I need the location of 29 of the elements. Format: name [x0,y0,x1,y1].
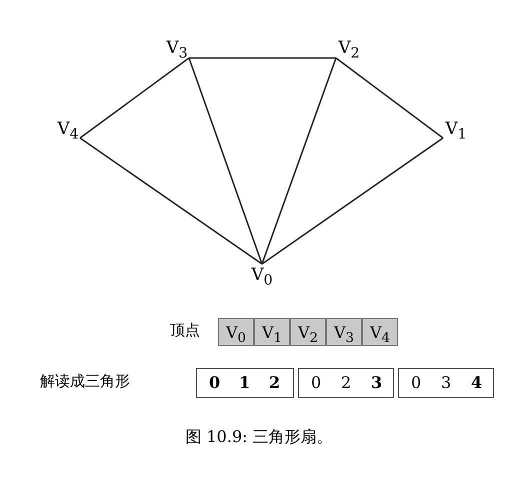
vertex-label: V$_{3}$ [164,37,190,59]
triangle-edge [262,137,444,265]
vertex-cell: V$_{2}$ [290,318,326,346]
vertex-cell: V$_{0}$ [218,318,254,346]
index-number: 1 [239,373,250,393]
index-number: 0 [209,373,220,393]
vertex-cell: V$_{4}$ [362,318,398,346]
vertex-cell: V$_{1}$ [254,318,290,346]
triangle-edge [261,58,337,264]
triangle-edge [336,57,444,139]
index-number: 2 [341,373,352,393]
triangle-edge [80,57,190,139]
triangle-edge [189,57,336,59]
index-number: 3 [441,373,452,393]
index-number: 2 [269,373,280,393]
triangle-edge [80,137,262,265]
vertex-label: V$_{2}$ [336,37,362,59]
index-number: 0 [411,373,422,393]
figure-caption: 图 10.9: 三角形扇。 [184,427,334,448]
index-number: 3 [371,373,382,393]
vertex-label: V$_{1}$ [443,118,469,140]
vertex-label: V$_{0}$ [249,264,275,286]
row-label: 顶点 [170,321,200,340]
vertex-cell: V$_{3}$ [326,318,362,346]
vertex-label: V$_{4}$ [55,118,81,140]
row-label: 解读成三角形 [40,372,130,391]
index-number: 0 [311,373,322,393]
index-number: 4 [471,373,482,393]
triangle-edge [188,58,263,264]
